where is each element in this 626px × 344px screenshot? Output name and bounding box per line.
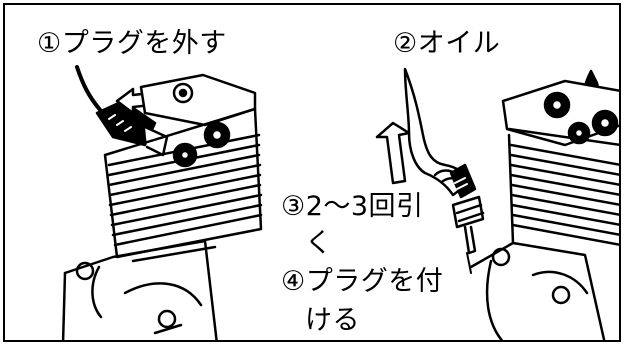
engine-illustrations (61, 65, 619, 340)
step3-label-line2: く (305, 228, 333, 259)
step3-label-line1: ③2～3回引 (281, 191, 424, 222)
step1-label: ①プラグを外す (37, 28, 227, 59)
right-engine-illustration (375, 67, 619, 340)
instruction-frame: ①プラグを外す ②オイル ③2～3回引 く ④プラグを付 ける (3, 3, 621, 342)
step4-label-line2: ける (305, 305, 360, 336)
step4-label-line1: ④プラグを付 (281, 266, 444, 297)
left-engine-illustration (61, 65, 263, 340)
arrow-up-icon (375, 121, 411, 185)
step2-label: ②オイル (393, 28, 501, 59)
